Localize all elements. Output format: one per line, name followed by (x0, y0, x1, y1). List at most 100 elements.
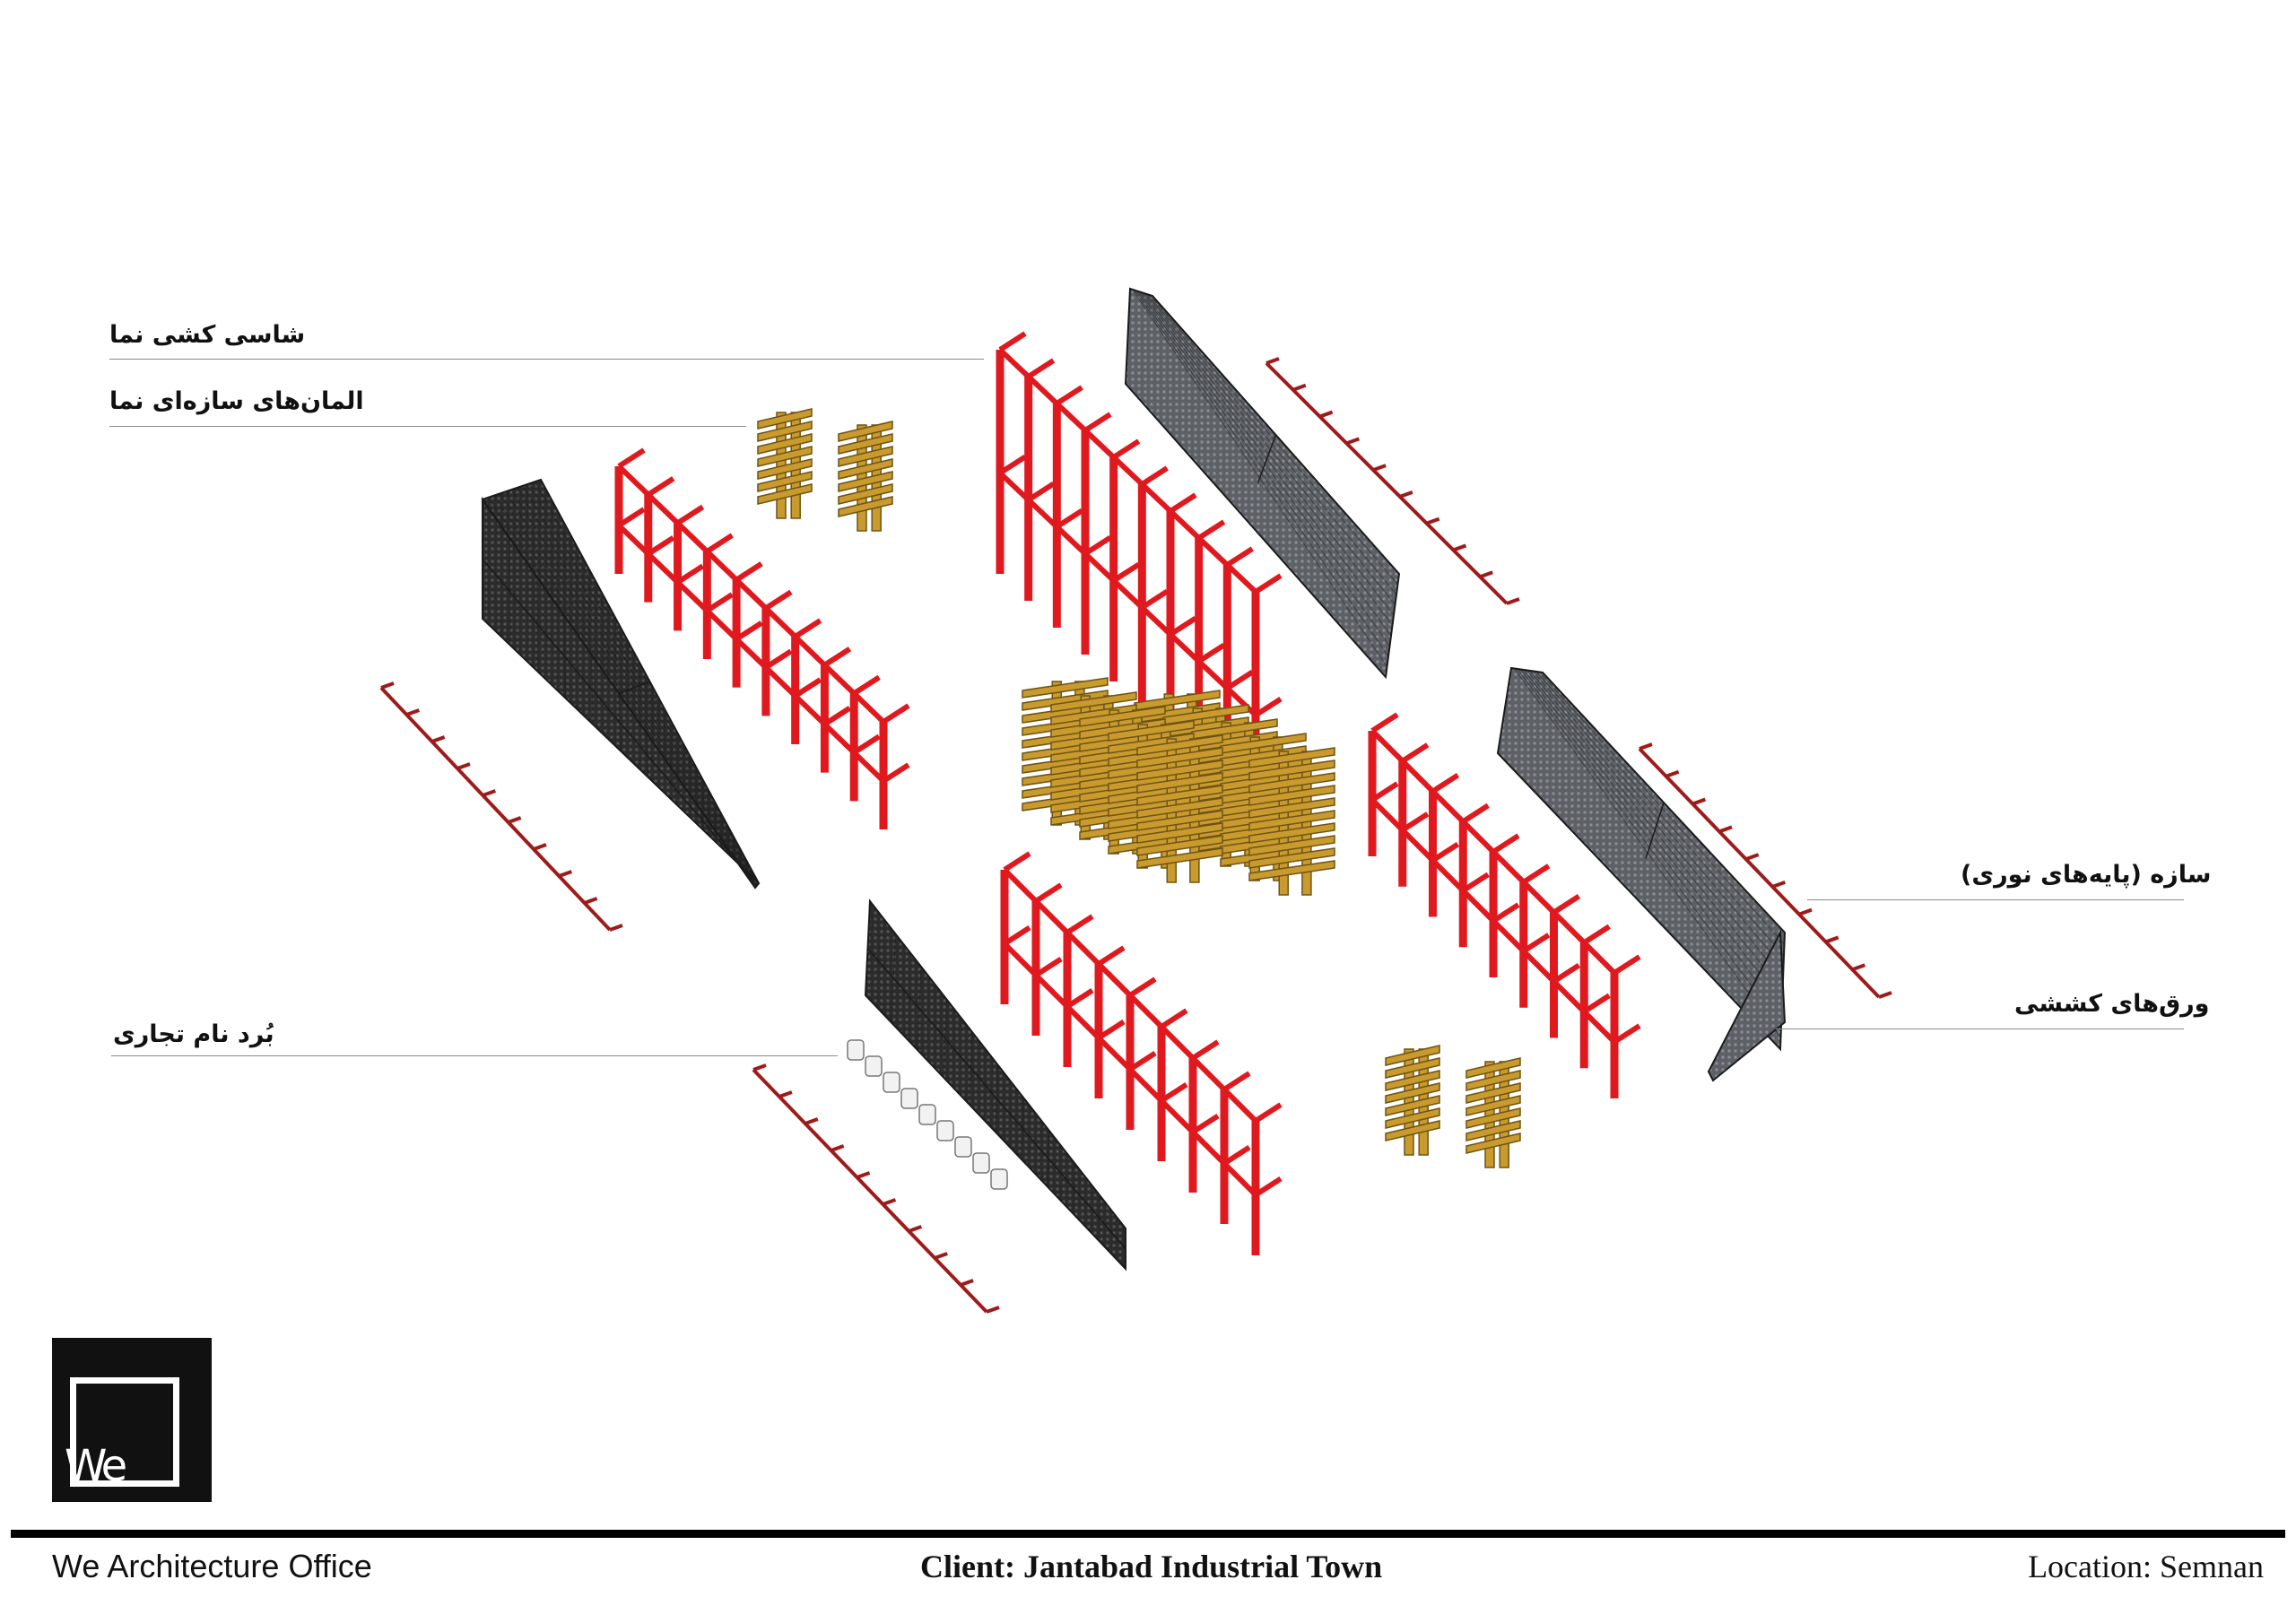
mesh-panel-bottom-rib (917, 966, 922, 1051)
footer-rule (11, 1530, 2285, 1538)
rail-top-right-tick (1425, 516, 1440, 525)
rail-right (1638, 747, 1881, 999)
timber-bottom-right-beam (1385, 1095, 1440, 1116)
frame-right-arm (1370, 712, 1399, 733)
rail-elements (379, 357, 1892, 1314)
timber-core-post (1301, 751, 1312, 896)
frame-left-arm (882, 703, 910, 725)
rail-bottom-tick (960, 1279, 974, 1287)
frame-top-arm (1140, 465, 1169, 487)
frame-left-arm (764, 589, 793, 611)
frame-right-arm (1431, 841, 1460, 864)
mesh-panel-right-rib (1535, 671, 1785, 957)
timber-top-left-beam (757, 458, 813, 480)
mesh-panel-right-rib (1529, 670, 1784, 980)
frame-right-arm (1613, 954, 1641, 976)
timber-structure (757, 408, 1521, 1168)
timber-top-left-beam (757, 421, 813, 442)
rail-left-tick (507, 816, 522, 824)
timber-core-beam (1050, 691, 1137, 713)
rail-right-tick (1639, 742, 1653, 751)
rail-right-tick (1718, 825, 1733, 834)
timber-bottom-right-beam (1465, 1133, 1521, 1154)
mesh-panel-right-rib (1517, 668, 1782, 1027)
frame-right-arm (1401, 742, 1430, 764)
frame-left-mid-chord (616, 523, 886, 784)
label-trade-name-board: بُرد نام تجاری (113, 1020, 274, 1048)
timber-core-beam (1136, 747, 1223, 768)
rail-bottom-tick (752, 1063, 767, 1072)
mesh-panel-right (1496, 666, 1787, 1052)
timber-core-beam (1248, 747, 1335, 768)
rail-right-tick (1771, 881, 1787, 889)
frame-top-mid-chord (997, 471, 1258, 717)
frame-bottom-arm (1003, 851, 1031, 872)
mesh-panel-right-side (1707, 929, 1787, 1082)
timber-core-beam (1248, 772, 1335, 794)
mesh-panel-left-side-rib (493, 495, 757, 888)
frame-right-arm (1431, 772, 1460, 794)
frame-bottom-arm (1128, 976, 1157, 998)
mesh-panel-left-side-rib (528, 483, 759, 885)
rail-left-tick (583, 897, 598, 905)
mesh-panel-top-right-rib (1138, 291, 1392, 637)
mesh-panel-left-rib (645, 732, 649, 778)
trade-name-board-sign (847, 1039, 1008, 1190)
tension-sheet-panels (481, 287, 1787, 1271)
frame-top-arm (1225, 669, 1254, 691)
mesh-panel-bottom-rib (1047, 1130, 1049, 1187)
rail-top-right-tick (1318, 410, 1334, 419)
timber-core-beam (1248, 785, 1335, 806)
frame-bottom-arm (1065, 987, 1094, 1010)
leader-trade-name-board (111, 1055, 838, 1056)
mesh-panel-left-side-rib (505, 490, 758, 887)
rail-right-tick (1851, 963, 1866, 972)
label-structure-light-posts: سازه (پایه‌های نوری) (1961, 861, 2212, 889)
mesh-panel-left-rib (700, 810, 704, 831)
rail-left (379, 686, 612, 932)
sign-letter (990, 1168, 1008, 1190)
rail-bottom-tick (856, 1171, 871, 1179)
frame-top-arm (998, 454, 1027, 476)
timber-bottom-right-beam (1385, 1045, 1440, 1066)
timber-core-beam (1136, 772, 1223, 794)
frame-bottom-arm (1128, 1050, 1157, 1072)
mesh-panel-left-rib (591, 655, 594, 725)
frame-right-arm (1552, 893, 1581, 916)
timber-bottom-right-beam (1385, 1082, 1440, 1104)
timber-bottom-right-beam (1465, 1070, 1521, 1091)
frame-top-arm (1197, 642, 1226, 664)
timber-top-left-beam (838, 496, 893, 517)
mesh-panel-top-right-rib (1134, 290, 1389, 657)
mesh-panel-top-right-rib (1141, 291, 1393, 626)
frame-bottom-arm (1003, 924, 1031, 947)
rail-bottom-tick (908, 1225, 923, 1233)
label-facade-structural-elements: المان‌های سازه‌ای نما (109, 387, 364, 415)
mesh-panel-left-side-rib (517, 487, 758, 886)
timber-core-beam (1136, 822, 1223, 844)
rail-top-right-tick (1452, 543, 1467, 552)
timber-core-beam (1248, 822, 1335, 844)
timber-bottom-right-beam (1385, 1107, 1440, 1129)
timber-core-beam (1248, 810, 1335, 831)
frame-left-arm (764, 648, 793, 670)
mesh-panel-top-right-rib (1143, 292, 1395, 616)
frame-top-arm (1169, 615, 1197, 638)
frame-right-arm (1582, 924, 1611, 945)
frame-top-arm (1254, 573, 1283, 595)
mesh-panel-left-side-rib (488, 497, 756, 888)
timber-core-beam (1022, 677, 1109, 699)
frame-left-arm (675, 563, 705, 585)
mesh-panel-left-side-rib (523, 485, 759, 885)
mesh-panel-bottom-rib (943, 999, 947, 1078)
frame-bottom-arm (1222, 1071, 1251, 1092)
mesh-panel-left-side-rib (511, 489, 758, 886)
timber-bottom-right-beam (1465, 1120, 1521, 1141)
mesh-panel-right-rib (1526, 670, 1783, 992)
leader-facade-chassis (109, 359, 984, 360)
timber-bottom-right-beam (1385, 1070, 1440, 1091)
sign-letter (936, 1120, 954, 1141)
timber-top-left-beam (757, 446, 813, 467)
rail-top-right-tick (1372, 464, 1387, 472)
frame-left-arm (617, 507, 646, 528)
